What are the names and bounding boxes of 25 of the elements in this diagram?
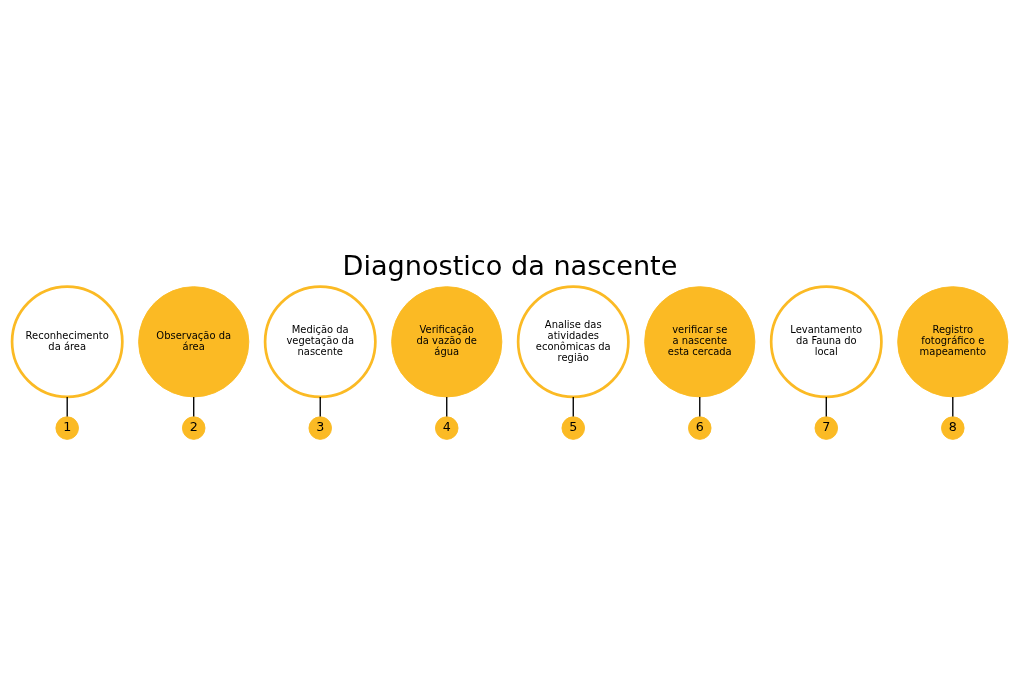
diagram-title: Diagnostico da nascente [342, 249, 678, 281]
connector [193, 395, 195, 417]
connector [319, 395, 321, 417]
node-circle: verificar se a nascente esta cercada [644, 285, 756, 397]
node-circle: 2 [181, 415, 206, 440]
connector [66, 395, 68, 417]
node-circle: Medição da vegetação da nascente [263, 284, 377, 398]
node-circle: 5 [561, 415, 585, 440]
connector [572, 395, 574, 417]
connector [699, 395, 701, 417]
connector [825, 395, 827, 417]
connector [446, 395, 448, 417]
node-circle: 4 [435, 415, 459, 440]
node-circle: Verificação da vazão de água [391, 285, 503, 397]
node-circle: 3 [308, 415, 332, 440]
node-circle: Levantamento da Fauna do local [769, 284, 883, 398]
node-circle: 8 [941, 415, 965, 440]
connector [952, 395, 954, 417]
node-circle: 1 [55, 415, 79, 440]
node-circle: Registro fotográfico e mapeamento [897, 285, 1009, 397]
node-circle: 6 [688, 415, 712, 440]
node-circle: Observação da área [138, 285, 250, 397]
node-circle: Reconhecimento da área [10, 284, 124, 398]
node-circle: 7 [814, 415, 839, 440]
node-circle: Analise das atividades econômicas da região [516, 284, 630, 398]
